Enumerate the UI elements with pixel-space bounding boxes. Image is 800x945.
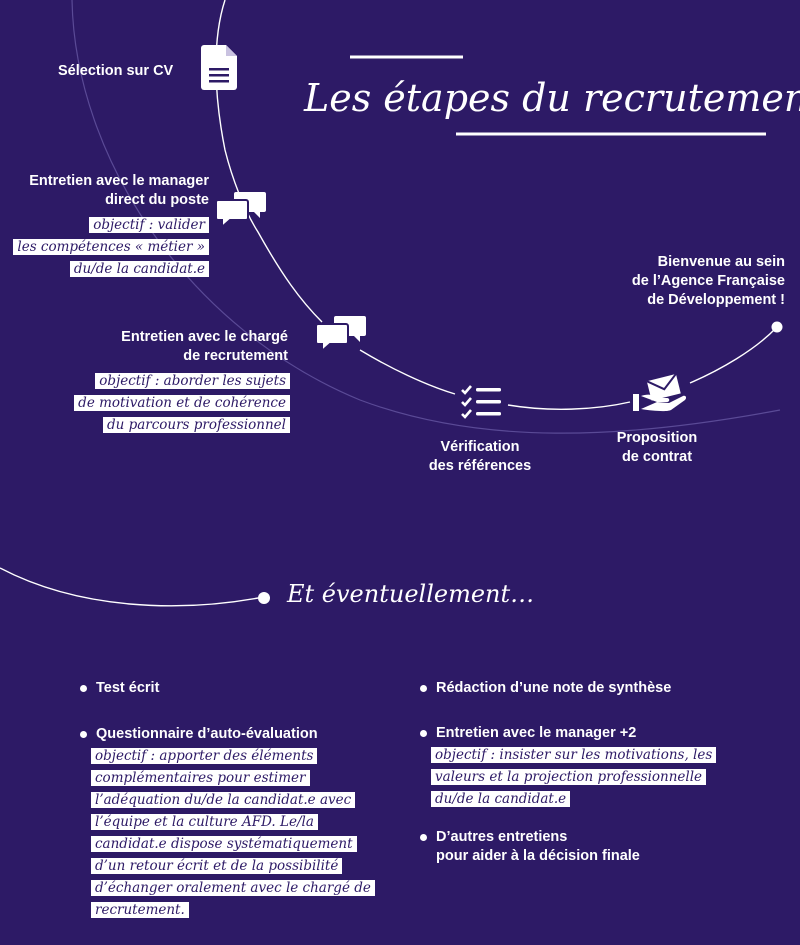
envelope-hand-icon [633, 374, 687, 412]
bullet-dot [420, 834, 427, 841]
step-recruiter-label: Entretien avec le chargé de recrutement [121, 329, 288, 364]
step-recruiter-objective: objectif : aborder les sujets de motivat… [30, 372, 290, 438]
list-item: D’autres entretiens pour aider à la déci… [420, 828, 780, 866]
step-references-label: Vérification des références [428, 439, 532, 474]
step-cv-label: Sélection sur CV [58, 63, 174, 79]
checklist-icon [461, 385, 501, 419]
page-title: Les étapes du recrutement [304, 76, 800, 120]
chat-bubbles-icon [316, 316, 366, 352]
faint-arc [71, 0, 781, 434]
step-contract-label: Proposition de contrat [616, 430, 698, 465]
step-manager-label: Entretien avec le manager direct du post… [29, 173, 209, 208]
list-item: Rédaction d’une note de synthèse [420, 679, 780, 698]
chat-bubbles-icon [216, 192, 266, 228]
bullet-dot [80, 685, 87, 692]
questionnaire-objective: objectif : apporter des éléments complém… [91, 747, 400, 919]
list-item: Questionnaire d’auto-évaluation [80, 725, 400, 744]
eventually-right-column: Rédaction d’une note de synthèse Entreti… [420, 679, 780, 866]
eventually-heading: Et éventuellement… [287, 580, 535, 608]
list-item: Entretien avec le manager +2 [420, 724, 780, 743]
manager-plus2-objective: objectif : insister sur les motivations,… [431, 746, 780, 808]
eventually-curve [0, 567, 259, 607]
document-icon [201, 45, 237, 90]
bullet-dot [420, 730, 427, 737]
eventually-left-column: Test écrit Questionnaire d’auto-évaluati… [80, 679, 400, 923]
list-item: Test écrit [80, 679, 400, 698]
end-dot [771, 321, 783, 333]
bullet-dot [420, 685, 427, 692]
eventually-dot [258, 592, 270, 604]
step-manager-objective: objectif : valider les compétences « mét… [0, 216, 209, 282]
bullet-dot [80, 731, 87, 738]
step-welcome-label: Bienvenue au sein de l’Agence Française … [631, 254, 785, 308]
